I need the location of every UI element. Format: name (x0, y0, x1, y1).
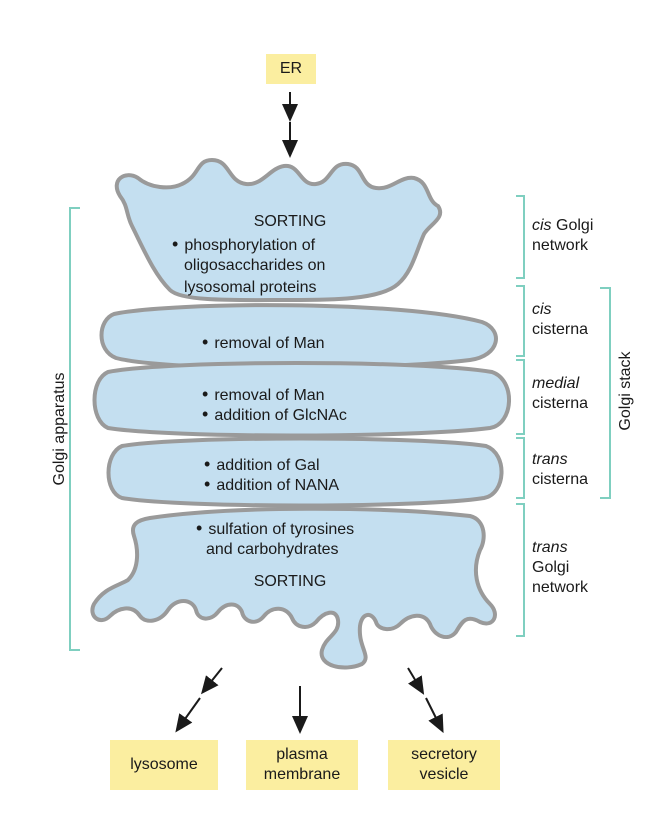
trans-cisterna-line-2: addition of NANA (204, 474, 339, 496)
cis-cisterna-line-1: removal of Man (202, 332, 324, 354)
golgi-apparatus-label: Golgi apparatus (51, 372, 68, 486)
cis-network-line-3: lysosomal proteins (184, 279, 317, 296)
er-box: ER (266, 54, 316, 84)
trans-network-line-1: sulfation of tyrosines (196, 518, 354, 540)
secretory-vesicle-box: secretory vesicle (388, 740, 500, 790)
cis-network-heading: SORTING (253, 213, 327, 230)
trans-network-heading: SORTING (253, 573, 327, 590)
label-medial-prefix: medial (532, 375, 580, 392)
lysosome-box: lysosome (110, 740, 218, 790)
label-cis-golgi-network: cis Golgi network (532, 216, 593, 256)
exit-arrows (175, 667, 444, 734)
membrane-label: membrane (263, 766, 341, 783)
plasma-membrane-box: plasma membrane (246, 740, 358, 790)
label-golgi-word: Golgi (556, 217, 594, 234)
medial-cisterna-line-2: addition of GlcNAc (202, 404, 347, 426)
label-trans-golgi-word: Golgi (532, 559, 570, 576)
trans-cisterna-line-1: addition of Gal (204, 454, 319, 476)
label-cis-cisterna: cis cisterna (532, 300, 588, 340)
er-label: ER (279, 60, 303, 77)
plasma-label: plasma (276, 746, 328, 763)
label-trans-cisterna-prefix: trans (532, 451, 568, 468)
lysosome-label: lysosome (130, 756, 198, 773)
golgi-apparatus-bracket (69, 207, 80, 651)
label-medial-cisterna: medial cisterna (532, 374, 588, 414)
label-trans-network-word: network (532, 579, 589, 596)
label-trans-network-prefix: trans (532, 539, 568, 556)
cis-network-line-1: phosphorylation of (172, 234, 315, 256)
cis-network-line-2: oligosaccharides on (184, 257, 326, 274)
label-cisterna-word: cisterna (532, 321, 589, 338)
medial-cisterna-line-1: removal of Man (202, 384, 324, 406)
golgi-stack-label: Golgi stack (617, 351, 634, 431)
label-trans-cisterna: trans cisterna (532, 450, 588, 490)
label-trans-golgi-network: trans Golgi network (532, 538, 588, 598)
label-cis-cisterna-prefix: cis (532, 301, 552, 318)
label-medial-cisterna-word: cisterna (532, 395, 589, 412)
label-cis-prefix: cis (532, 217, 552, 234)
vesicle-label: vesicle (419, 766, 469, 783)
cis-golgi-network-shape (114, 158, 443, 303)
label-network-word: network (532, 237, 589, 254)
right-brackets (516, 195, 611, 637)
label-trans-cisterna-word: cisterna (532, 471, 589, 488)
trans-golgi-network-shape (90, 506, 497, 670)
secretory-label: secretory (411, 746, 477, 763)
trans-network-line-2: and carbohydrates (206, 541, 339, 558)
